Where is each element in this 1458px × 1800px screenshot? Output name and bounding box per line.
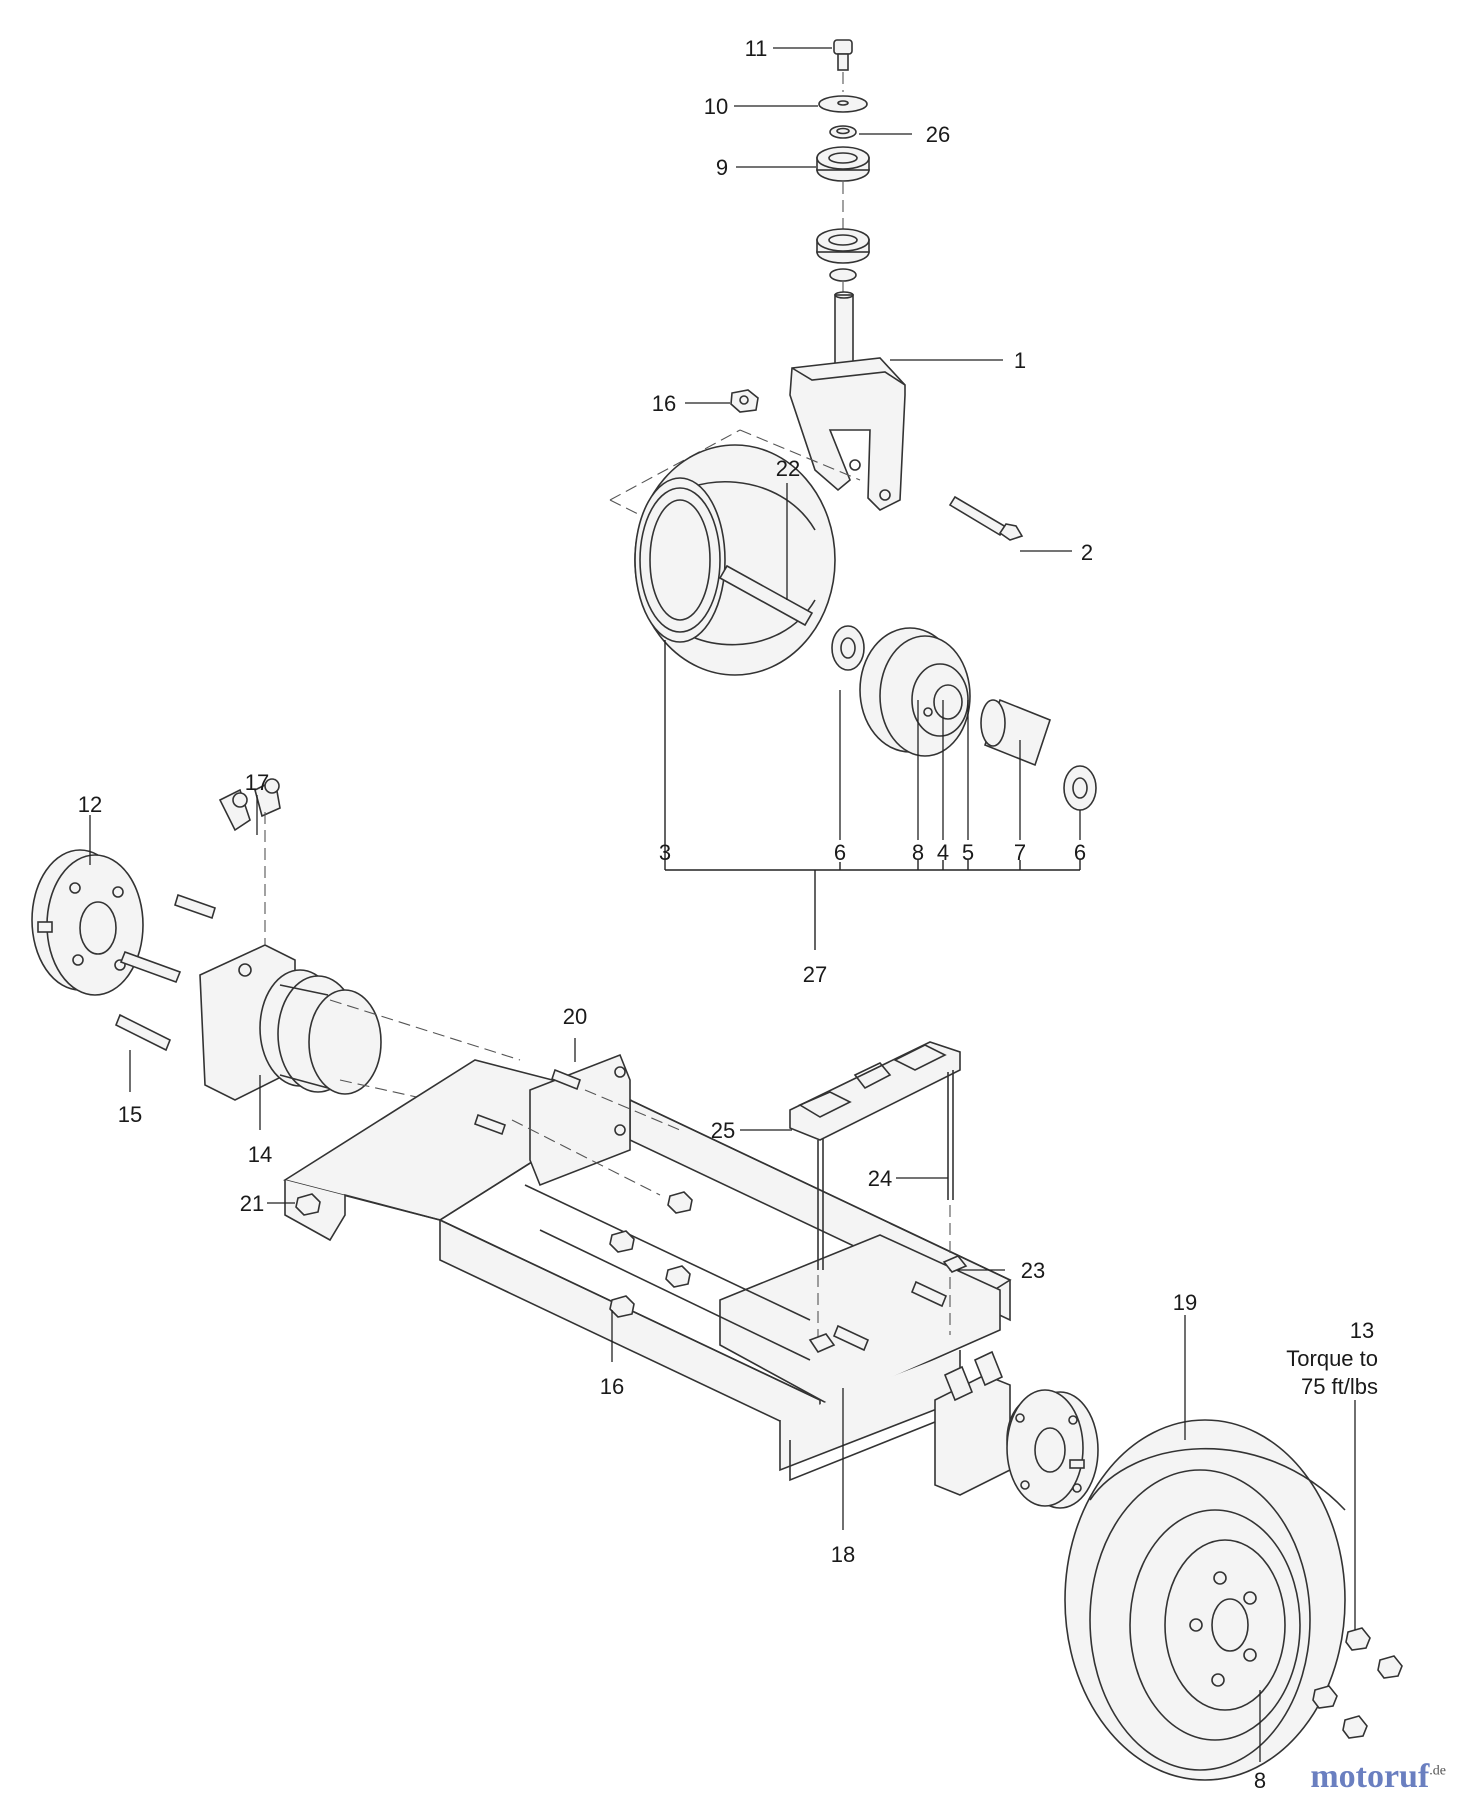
callout-14: 14 <box>248 1142 272 1167</box>
wheel-rim <box>859 627 971 757</box>
assembly-bracket-27 <box>664 640 1081 950</box>
torque-note-line1: Torque to <box>1286 1346 1378 1371</box>
callout-8b: 8 <box>1254 1768 1266 1793</box>
callout-10: 10 <box>704 94 728 119</box>
bolt-part <box>119 950 182 984</box>
callout-11: 11 <box>745 36 768 61</box>
bearing-part <box>816 146 870 182</box>
bolt-part <box>910 1280 948 1308</box>
wheel-hub <box>31 849 144 996</box>
bearing-part <box>816 228 870 264</box>
axle-shaft <box>718 564 814 627</box>
caster-fork-assembly <box>609 39 1024 541</box>
callout-17: 17 <box>245 770 269 795</box>
washer-part <box>829 125 857 139</box>
callout-27: 27 <box>803 962 827 987</box>
right-motor-assembly <box>934 1350 1099 1509</box>
caster-wheel-assembly <box>634 444 1097 811</box>
bolt-part <box>114 1013 172 1052</box>
callout-12: 12 <box>78 792 102 817</box>
callout-13: 13 <box>1350 1318 1374 1343</box>
callout-22: 22 <box>776 456 800 481</box>
watermark-brand: motoruf <box>1310 1758 1430 1795</box>
bolt-part <box>832 1324 870 1352</box>
spacer-part <box>831 625 865 671</box>
washer-part <box>818 95 868 113</box>
wheel-bearing <box>980 698 1051 767</box>
callout-6b: 6 <box>1074 840 1086 865</box>
callout-21: 21 <box>240 1191 264 1216</box>
callout-4: 4 <box>937 840 949 865</box>
caster-tire <box>634 444 836 676</box>
callout-16b: 16 <box>600 1374 624 1399</box>
callout-1: 1 <box>1014 348 1026 373</box>
nut-part <box>295 1191 693 1318</box>
caster-fork <box>789 357 906 511</box>
spacer-part <box>1063 765 1097 811</box>
callout-3: 3 <box>659 840 671 865</box>
lug-nut-part <box>1312 1627 1403 1739</box>
drive-wheel <box>1064 1419 1346 1781</box>
bolt-part <box>174 893 216 920</box>
callout-6a: 6 <box>834 840 846 865</box>
bolt-part <box>551 1068 581 1091</box>
callout-20: 20 <box>563 1004 587 1029</box>
bolt-part <box>473 1113 507 1136</box>
callout-labels: 11 10 26 9 1 16 22 2 3 6 8 4 5 7 6 27 12… <box>78 36 1378 1793</box>
callout-19: 19 <box>1173 1290 1197 1315</box>
callout-25: 25 <box>711 1118 735 1143</box>
callout-26: 26 <box>926 122 950 147</box>
callout-9: 9 <box>716 155 728 180</box>
callout-18: 18 <box>831 1542 855 1567</box>
watermark-suffix: .de <box>1429 1763 1446 1779</box>
callout-15: 15 <box>118 1102 142 1127</box>
torque-note-line2: 75 ft/lbs <box>1301 1374 1378 1399</box>
hydraulic-fitting <box>218 778 281 832</box>
nut-part <box>730 389 759 413</box>
main-frame <box>283 1053 1012 1482</box>
callout-2: 2 <box>1081 540 1093 565</box>
axle-bolt-part <box>948 495 1024 541</box>
callout-7: 7 <box>1014 840 1026 865</box>
callout-24: 24 <box>868 1166 892 1191</box>
callout-5: 5 <box>962 840 974 865</box>
callout-23: 23 <box>1021 1258 1045 1283</box>
seat-mount-bracket <box>789 1041 961 1270</box>
bolt-part <box>833 39 853 71</box>
left-motor-assembly <box>31 778 521 1121</box>
clip-nut-part <box>808 1255 968 1354</box>
leader-lines <box>89 47 1356 1762</box>
hydraulic-motor <box>199 944 382 1101</box>
fork-stem <box>834 294 854 371</box>
callout-8a: 8 <box>912 840 924 865</box>
callout-16a: 16 <box>652 391 676 416</box>
watermark-logo: motoruf.de <box>1310 1758 1446 1796</box>
